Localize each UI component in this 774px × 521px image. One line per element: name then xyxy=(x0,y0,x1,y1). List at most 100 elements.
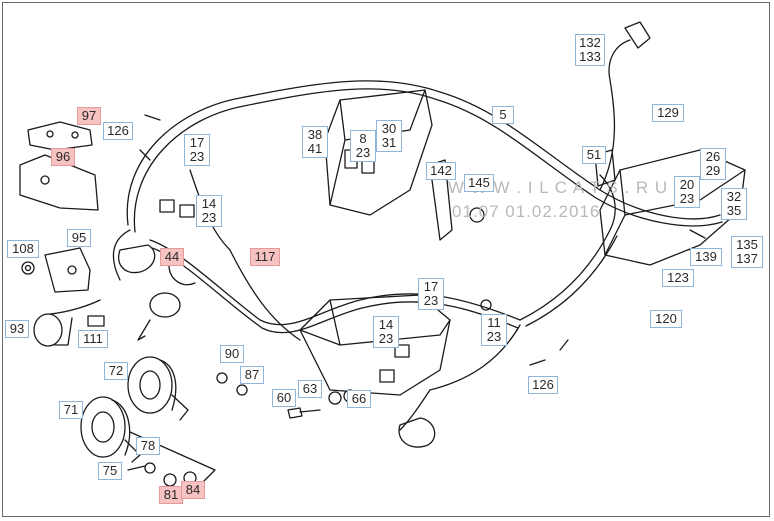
callout-label: 145 xyxy=(468,175,490,190)
callout-label: 120 xyxy=(655,311,677,326)
callout-111[interactable]: 111 xyxy=(78,330,108,348)
callout-label: 35 xyxy=(726,203,742,218)
callout-label: 81 xyxy=(163,487,179,502)
callout-78[interactable]: 78 xyxy=(136,437,160,455)
callout-label: 93 xyxy=(9,321,25,336)
callout-label: 132 xyxy=(579,35,601,50)
callout-label: 90 xyxy=(224,346,240,361)
callout-label: 51 xyxy=(586,147,602,162)
callout-126[interactable]: 126 xyxy=(103,122,133,140)
callout-label: 23 xyxy=(201,210,217,225)
callout-label: 38 xyxy=(307,127,323,142)
callout-label: 23 xyxy=(486,329,502,344)
callout-44[interactable]: 44 xyxy=(160,248,184,266)
callout-label: 5 xyxy=(499,107,507,122)
callout-95[interactable]: 95 xyxy=(67,229,91,247)
callout-label: 23 xyxy=(378,331,394,346)
callout-117[interactable]: 117 xyxy=(250,248,280,266)
callout-84[interactable]: 84 xyxy=(181,481,205,499)
callout-label: 60 xyxy=(276,390,292,405)
callout-label: 87 xyxy=(244,367,260,382)
callout-63[interactable]: 63 xyxy=(298,380,322,398)
horn-72 xyxy=(127,356,189,421)
callout-108[interactable]: 108 xyxy=(7,240,39,258)
callout-label: 14 xyxy=(201,196,217,211)
callout-label: 142 xyxy=(430,163,452,178)
callout-label: 135 xyxy=(736,237,758,252)
callout-label: 129 xyxy=(657,105,679,120)
callout-label: 63 xyxy=(302,381,318,396)
callout-label: 31 xyxy=(381,135,397,150)
callout-label: 111 xyxy=(83,331,103,346)
main-harness xyxy=(112,39,723,431)
callout-label: 23 xyxy=(189,149,205,164)
callout-label: 17 xyxy=(189,135,205,150)
callout-label: 29 xyxy=(705,163,721,178)
callout-126[interactable]: 126 xyxy=(528,376,558,394)
callout-96[interactable]: 96 xyxy=(51,148,75,166)
watermark-line1: W W W . I L C A T S . R U xyxy=(448,178,669,197)
callout-label: 72 xyxy=(108,363,124,378)
hardware xyxy=(21,21,651,491)
callout-label: 23 xyxy=(423,293,439,308)
bracket-96-97 xyxy=(19,121,99,211)
callout-97[interactable]: 97 xyxy=(77,107,101,125)
callout-label: 11 xyxy=(487,315,501,330)
callout-71[interactable]: 71 xyxy=(59,401,83,419)
callout-label: 108 xyxy=(12,241,34,256)
callout-label: 30 xyxy=(381,121,397,136)
callout-label: 126 xyxy=(532,377,554,392)
callout-5[interactable]: 5 xyxy=(492,106,514,124)
callout-label: 95 xyxy=(71,230,87,245)
callout-label: 26 xyxy=(705,149,721,164)
callout-123[interactable]: 123 xyxy=(662,269,694,287)
callout-129[interactable]: 129 xyxy=(652,104,684,122)
callout-label: 96 xyxy=(55,149,71,164)
callout-label: 75 xyxy=(102,463,118,478)
callout-label: 41 xyxy=(307,141,323,156)
callout-label: 97 xyxy=(81,108,97,123)
callout-139[interactable]: 139 xyxy=(690,248,722,266)
horn-93 xyxy=(33,299,101,347)
callout-label: 123 xyxy=(667,270,689,285)
callout-label: 139 xyxy=(695,249,717,264)
callout-90[interactable]: 90 xyxy=(220,345,244,363)
callout-label: 32 xyxy=(726,189,742,204)
callout-label: 84 xyxy=(185,482,201,497)
callout-66[interactable]: 66 xyxy=(347,390,371,408)
callout-145[interactable]: 145 xyxy=(464,174,494,192)
callout-label: 66 xyxy=(351,391,367,406)
callout-label: 71 xyxy=(63,402,79,417)
callout-72[interactable]: 72 xyxy=(104,362,128,380)
callout-label: 44 xyxy=(164,249,180,264)
callout-60[interactable]: 60 xyxy=(272,389,296,407)
callout-label: 20 xyxy=(679,177,695,192)
callout-93[interactable]: 93 xyxy=(5,320,29,338)
callout-label: 23 xyxy=(679,191,695,206)
callout-51[interactable]: 51 xyxy=(582,146,606,164)
callout-142[interactable]: 142 xyxy=(426,162,456,180)
callout-label: 126 xyxy=(107,123,129,138)
callout-label: 8 xyxy=(359,131,367,146)
callout-87[interactable]: 87 xyxy=(240,366,264,384)
callout-120[interactable]: 120 xyxy=(650,310,682,328)
callout-81[interactable]: 81 xyxy=(159,486,183,504)
callout-75[interactable]: 75 xyxy=(98,462,122,480)
horn-71 xyxy=(80,396,141,463)
relay-box xyxy=(324,89,433,216)
callout-label: 14 xyxy=(378,317,394,332)
